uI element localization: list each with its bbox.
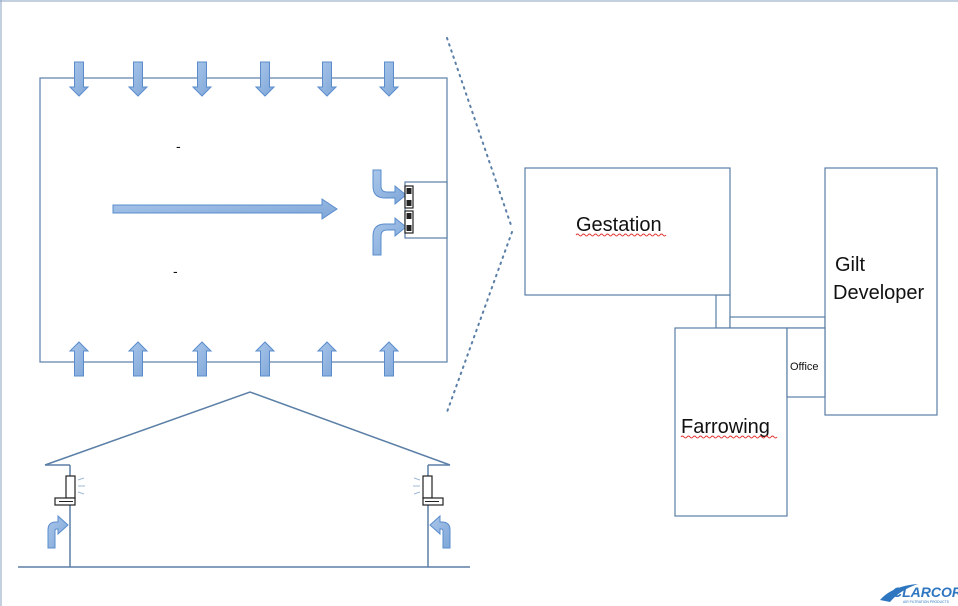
farrowing-label: Farrowing (681, 416, 770, 438)
inlet-arrow-bottom-2 (127, 341, 149, 377)
gilt-label-line2: Developer (833, 282, 925, 304)
gestation-label: Gestation (576, 214, 662, 236)
inlet-arrow-bottom-1 (68, 341, 90, 377)
zoom-guide-upper (446, 37, 513, 229)
zoom-guide-lower (446, 231, 513, 413)
office-label: Office (790, 361, 819, 373)
inlet-arrow-top-5 (316, 61, 338, 97)
inlet-arrow-top-1 (68, 61, 90, 97)
gilt-label-line1: Gilt (835, 254, 865, 276)
top-inlet-arrows (68, 61, 400, 97)
vent-inlet-right (413, 475, 444, 506)
logo-name: CLARCOR (892, 584, 958, 600)
room-farrowing (674, 327, 788, 517)
logo-tagline: AIR FILTRATION PRODUCTS (903, 600, 950, 604)
barn-plan-view: - - (39, 61, 448, 377)
room-gilt-developer (824, 167, 938, 416)
connector-vertical (715, 294, 731, 329)
barn-cross-section (18, 391, 470, 568)
airflow-arrow-horizontal (112, 198, 338, 220)
inlet-arrow-bottom-3 (191, 341, 213, 377)
gestation-spell-underline (575, 233, 667, 237)
inlet-arrow-top-2 (127, 61, 149, 97)
connector-horizontal (729, 316, 826, 329)
inlet-arrow-top-4 (254, 61, 276, 97)
upper-zone-marker: - (176, 138, 181, 154)
roof-outline (44, 391, 451, 466)
farrowing-spell-underline (680, 435, 778, 439)
barn-outline (39, 77, 448, 363)
exhaust-fan-upper (404, 185, 414, 209)
curved-arrow-lower (372, 216, 407, 256)
clarcor-logo: CLARCOR AIR FILTRATION PRODUCTS (880, 584, 958, 604)
curved-arrow-upper (372, 169, 407, 206)
cross-section-inlet-arrow-left (47, 514, 69, 549)
vent-inlet-left (54, 475, 85, 506)
inlet-arrow-bottom-5 (316, 341, 338, 377)
inlet-arrow-bottom-6 (378, 341, 400, 377)
farm-floor-plan: Gestation Gilt Developer Office Farrowin… (524, 167, 938, 517)
exhaust-fan-lower (404, 210, 414, 234)
room-office (786, 327, 826, 398)
room-gestation (524, 167, 731, 296)
inlet-arrow-top-6 (378, 61, 400, 97)
logo-swoosh (880, 584, 918, 602)
cross-section-inlet-arrow-right (429, 514, 451, 549)
inlet-arrow-bottom-4 (254, 341, 276, 377)
lower-zone-marker: - (173, 263, 178, 279)
inlet-arrow-top-3 (191, 61, 213, 97)
bottom-inlet-arrows (68, 341, 400, 377)
